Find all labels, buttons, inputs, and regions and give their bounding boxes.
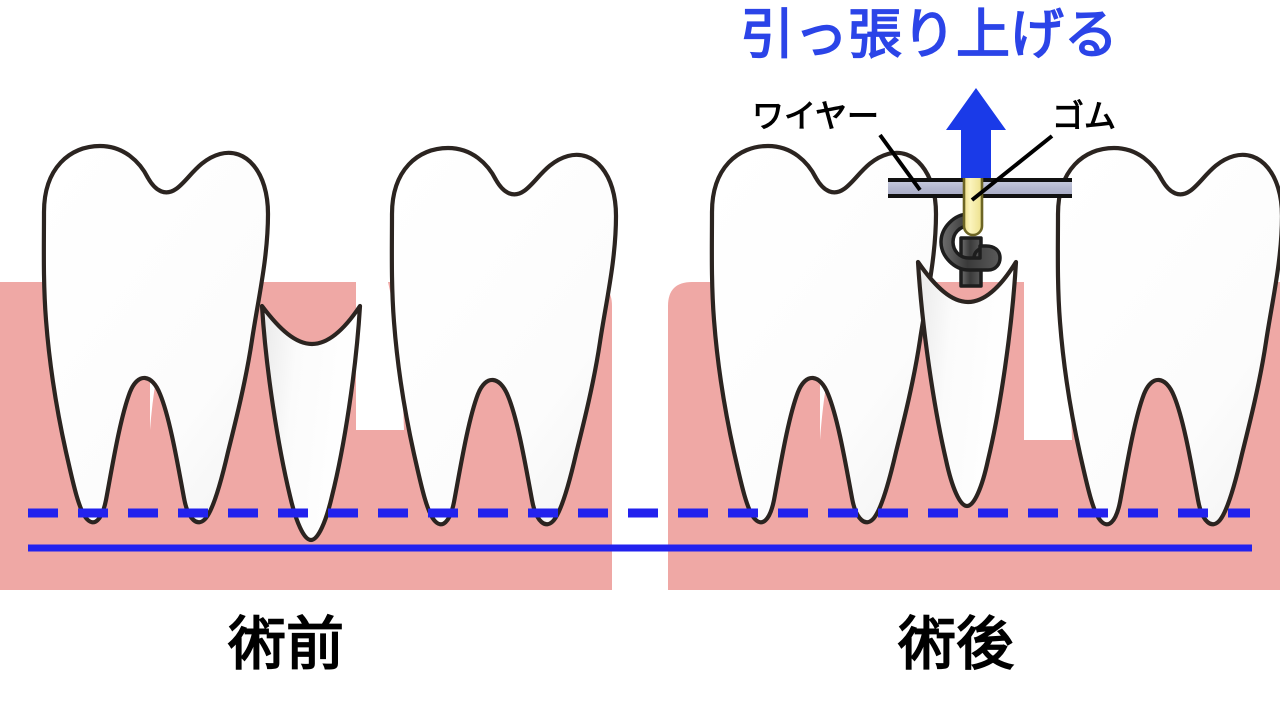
pull-up-annotation: 引っ張り上げる (740, 3, 1118, 66)
elastic-rubber-band-icon (962, 167, 984, 237)
tooth-root-remnant-before (259, 303, 363, 543)
wire-label: ワイヤー (752, 97, 880, 135)
tooth-molar-left-before (41, 143, 271, 525)
tooth-root-remnant-after (915, 259, 1019, 509)
traction-hook-icon (939, 212, 1002, 288)
leader-line-rubber (970, 134, 1054, 202)
tooth-molar-left-after (709, 143, 939, 525)
tooth-molar-right-before (389, 145, 619, 527)
tooth-molar-right-after (1055, 145, 1280, 527)
caption-before: 術前 (228, 610, 345, 678)
panel-before (0, 143, 619, 590)
rubber-label: ゴム (1052, 97, 1117, 135)
leader-line-wire (878, 133, 922, 192)
caption-after: 術後 (898, 610, 1015, 678)
up-arrow-icon (946, 88, 1006, 178)
panel-after (668, 88, 1280, 590)
